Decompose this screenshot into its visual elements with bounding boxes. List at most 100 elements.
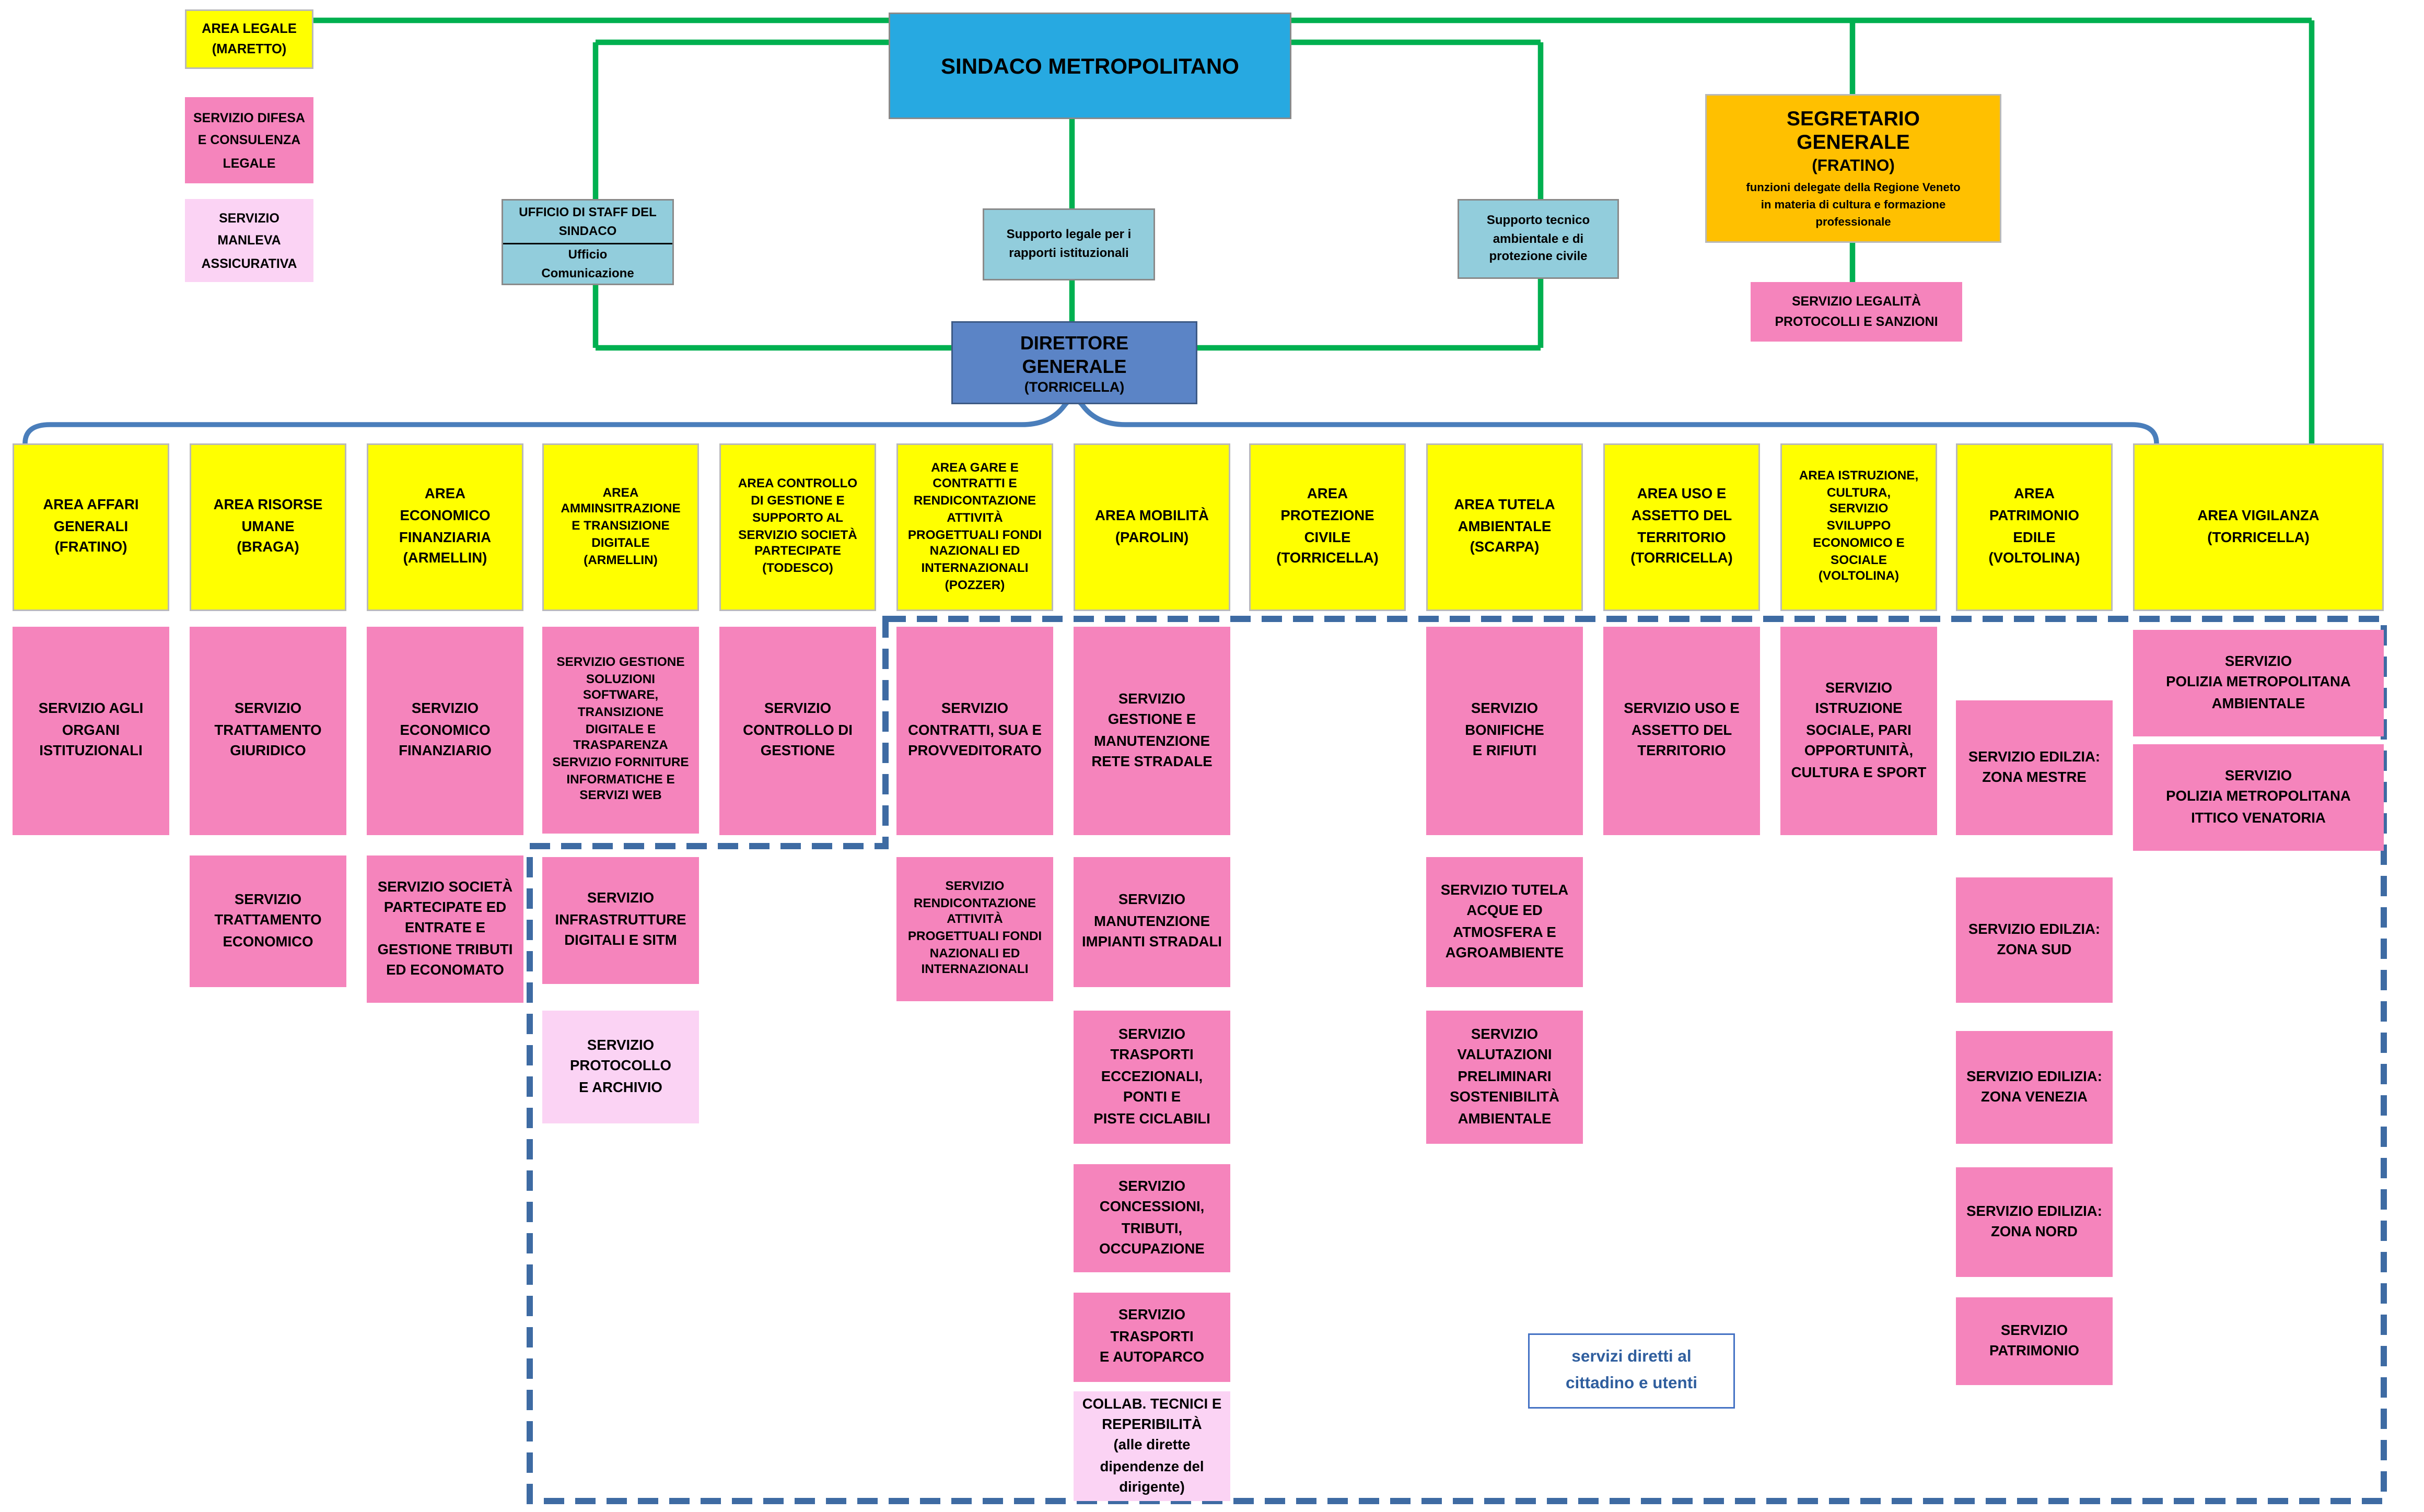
service-label-tutela-acque: SERVIZIO TUTELA ACQUE ED ATMOSFERA E AGR…: [1440, 882, 1569, 960]
service-box-edilizia-nord: SERVIZIO EDILIZIA: ZONA NORD: [1956, 1167, 2113, 1277]
service-label-contratti-sua: SERVIZIO CONTRATTI, SUA E PROVVEDITORATO: [908, 701, 1042, 759]
service-box-edilizia-mestre: SERVIZIO EDILZIA: ZONA MESTRE: [1956, 700, 2113, 835]
supporto-legale-box: Supporto legale per i rapporti istituzio…: [983, 208, 1155, 280]
area-box-affari-generali: AREA AFFARI GENERALI (FRATINO): [13, 443, 169, 611]
service-label-istruzione-sociale: SERVIZIO ISTRUZIONE SOCIALE, PARI OPPORT…: [1791, 680, 1927, 780]
service-box-protocollo-archivio: SERVIZIO PROTOCOLLO E ARCHIVIO: [542, 1011, 699, 1123]
direttore-bracket: [22, 397, 2159, 446]
area-legale-box: AREA LEGALE (MARETTO): [185, 9, 313, 69]
service-box-infrastrutture-digitali: SERVIZIO INFRASTRUTTURE DIGITALI E SITM: [542, 857, 699, 984]
area-label-affari-generali: AREA AFFARI GENERALI (FRATINO): [43, 496, 139, 556]
service-box-economico-finanziario: SERVIZIO ECONOMICO FINANZIARIO: [367, 627, 523, 835]
service-box-istruzione-sociale: SERVIZIO ISTRUZIONE SOCIALE, PARI OPPORT…: [1780, 627, 1937, 835]
servizio-manleva-box: SERVIZIO MANLEVA ASSICURATIVA: [185, 199, 313, 282]
area-label-amministrazione-digitale: AREA AMMINSITRAZIONE E TRANSIZIONE DIGIT…: [561, 485, 681, 567]
service-box-trattamento-giuridico: SERVIZIO TRATTAMENTO GIURIDICO: [190, 627, 346, 835]
direttore-box: DIRETTORE GENERALE (TORRICELLA): [951, 321, 1197, 404]
area-label-tutela-ambientale: AREA TUTELA AMBIENTALE (SCARPA): [1454, 496, 1555, 556]
supporto-legale-label: Supporto legale per i rapporti istituzio…: [1006, 228, 1132, 260]
service-label-controllo-di-gestione: SERVIZIO CONTROLLO DI GESTIONE: [743, 701, 853, 759]
service-box-concessioni-tributi: SERVIZIO CONCESSIONI, TRIBUTI, OCCUPAZIO…: [1074, 1164, 1230, 1272]
area-box-istruzione-cultura: AREA ISTRUZIONE, CULTURA, SERVIZIO SVILU…: [1780, 443, 1937, 611]
area-box-tutela-ambientale: AREA TUTELA AMBIENTALE (SCARPA): [1426, 443, 1583, 611]
segretario-title: SEGRETARIO GENERALE: [1787, 106, 1920, 154]
service-label-gestione-soluzioni-software: SERVIZIO GESTIONE SOLUZIONI SOFTWARE, TR…: [552, 654, 689, 803]
servizio-difesa-box: SERVIZIO DIFESA E CONSULENZA LEGALE: [185, 97, 313, 183]
area-label-vigilanza: AREA VIGILANZA (TORRICELLA): [2197, 507, 2320, 545]
service-box-contratti-sua: SERVIZIO CONTRATTI, SUA E PROVVEDITORATO: [896, 627, 1053, 835]
service-box-controllo-di-gestione: SERVIZIO CONTROLLO DI GESTIONE: [719, 627, 876, 835]
service-label-societa-partecipate: SERVIZIO SOCIETÀ PARTECIPATE ED ENTRATE …: [377, 878, 513, 978]
area-box-vigilanza: AREA VIGILANZA (TORRICELLA): [2133, 443, 2384, 611]
service-label-infrastrutture-digitali: SERVIZIO INFRASTRUTTURE DIGITALI E SITM: [555, 890, 686, 948]
service-label-trasporti-autoparco: SERVIZIO TRASPORTI E AUTOPARCO: [1099, 1307, 1205, 1365]
area-label-controllo-gestione: AREA CONTROLLO DI GESTIONE E SUPPORTO AL…: [738, 477, 858, 575]
area-box-risorse-umane: AREA RISORSE UMANE (BRAGA): [190, 443, 346, 611]
service-box-polizia-ambientale: SERVIZIO POLIZIA METROPOLITANA AMBIENTAL…: [2133, 630, 2384, 736]
area-label-patrimonio-edile: AREA PATRIMONIO EDILE (VOLTOLINA): [1988, 485, 2080, 566]
ufficio-staff-sub: Ufficio Comunicazione: [541, 248, 634, 280]
area-label-economico-finanziaria: AREA ECONOMICO FINANZIARIA (ARMELLIN): [399, 485, 492, 566]
service-label-edilizia-venezia: SERVIZIO EDILIZIA: ZONA VENEZIA: [1966, 1068, 2102, 1105]
service-box-trasporti-autoparco: SERVIZIO TRASPORTI E AUTOPARCO: [1074, 1293, 1230, 1382]
service-box-rendicontazione-fondi: SERVIZIO RENDICONTAZIONE ATTIVITÀ PROGET…: [896, 857, 1053, 1001]
service-box-collab-tecnici: COLLAB. TECNICI E REPERIBILITÀ (alle dir…: [1074, 1391, 1230, 1501]
service-label-polizia-ittico-venatoria: SERVIZIO POLIZIA METROPOLITANA ITTICO VE…: [2166, 767, 2351, 826]
service-box-edilizia-venezia: SERVIZIO EDILIZIA: ZONA VENEZIA: [1956, 1031, 2113, 1144]
service-box-edilizia-sud: SERVIZIO EDILZIA: ZONA SUD: [1956, 877, 2113, 1003]
service-label-polizia-ambientale: SERVIZIO POLIZIA METROPOLITANA AMBIENTAL…: [2166, 653, 2351, 711]
area-label-protezione-civile: AREA PROTEZIONE CIVILE (TORRICELLA): [1276, 485, 1379, 566]
servizi-diretti-label: servizi diretti al cittadino e utenti: [1566, 1347, 1697, 1393]
area-label-uso-assetto-territorio: AREA USO E ASSETTO DEL TERRITORIO (TORRI…: [1630, 485, 1733, 566]
service-label-edilizia-nord: SERVIZIO EDILIZIA: ZONA NORD: [1966, 1202, 2102, 1239]
direttore-name: (TORRICELLA): [1024, 378, 1125, 394]
supporto-tecnico-box: Supporto tecnico ambientale e di protezi…: [1458, 199, 1619, 279]
service-box-bonifiche-rifiuti: SERVIZIO BONIFICHE E RIFIUTI: [1426, 627, 1583, 835]
servizio-manleva-label: SERVIZIO MANLEVA ASSICURATIVA: [201, 209, 297, 271]
area-box-gare-contratti: AREA GARE E CONTRATTI E RENDICONTAZIONE …: [896, 443, 1053, 611]
service-box-gestione-soluzioni-software: SERVIZIO GESTIONE SOLUZIONI SOFTWARE, TR…: [542, 627, 699, 834]
service-label-uso-assetto: SERVIZIO USO E ASSETTO DEL TERRITORIO: [1624, 701, 1740, 759]
service-label-edilizia-mestre: SERVIZIO EDILZIA: ZONA MESTRE: [1968, 748, 2101, 785]
area-box-economico-finanziaria: AREA ECONOMICO FINANZIARIA (ARMELLIN): [367, 443, 523, 611]
servizio-difesa-label: SERVIZIO DIFESA E CONSULENZA LEGALE: [193, 109, 305, 171]
servizio-legalita-box: SERVIZIO LEGALITÀ PROTOCOLLI E SANZIONI: [1751, 282, 1962, 342]
service-label-trattamento-economico: SERVIZIO TRATTAMENTO ECONOMICO: [214, 891, 322, 950]
service-label-gestione-rete-stradale: SERVIZIO GESTIONE E MANUTENZIONE RETE ST…: [1091, 690, 1213, 769]
servizi-diretti-legend: servizi diretti al cittadino e utenti: [1528, 1333, 1735, 1409]
service-label-protocollo-archivio: SERVIZIO PROTOCOLLO E ARCHIVIO: [570, 1037, 671, 1095]
area-label-istruzione-cultura: AREA ISTRUZIONE, CULTURA, SERVIZIO SVILU…: [1799, 468, 1919, 583]
service-label-concessioni-tributi: SERVIZIO CONCESSIONI, TRIBUTI, OCCUPAZIO…: [1099, 1178, 1205, 1257]
service-box-gestione-rete-stradale: SERVIZIO GESTIONE E MANUTENZIONE RETE ST…: [1074, 627, 1230, 835]
area-box-uso-assetto-territorio: AREA USO E ASSETTO DEL TERRITORIO (TORRI…: [1603, 443, 1760, 611]
service-box-societa-partecipate: SERVIZIO SOCIETÀ PARTECIPATE ED ENTRATE …: [367, 855, 523, 1003]
service-box-trasporti-eccezionali: SERVIZIO TRASPORTI ECCEZIONALI, PONTI E …: [1074, 1011, 1230, 1144]
area-box-controllo-gestione: AREA CONTROLLO DI GESTIONE E SUPPORTO AL…: [719, 443, 876, 611]
area-label-mobilita: AREA MOBILITÀ (PAROLIN): [1095, 507, 1209, 545]
sindaco-label: SINDACO METROPOLITANO: [941, 53, 1239, 78]
area-box-amministrazione-digitale: AREA AMMINSITRAZIONE E TRANSIZIONE DIGIT…: [542, 443, 699, 611]
service-box-valutazioni-preliminari: SERVIZIO VALUTAZIONI PRELIMINARI SOSTENI…: [1426, 1011, 1583, 1144]
service-label-economico-finanziario: SERVIZIO ECONOMICO FINANZIARIO: [399, 701, 492, 759]
segretario-box: SEGRETARIO GENERALE (FRATINO) funzioni d…: [1705, 94, 2001, 243]
service-box-uso-assetto: SERVIZIO USO E ASSETTO DEL TERRITORIO: [1603, 627, 1760, 835]
service-label-collab-tecnici: COLLAB. TECNICI E REPERIBILITÀ (alle dir…: [1082, 1395, 1222, 1495]
service-label-edilizia-sud: SERVIZIO EDILZIA: ZONA SUD: [1968, 920, 2101, 957]
service-label-trattamento-giuridico: SERVIZIO TRATTAMENTO GIURIDICO: [214, 701, 322, 759]
service-label-organi-istituzionali: SERVIZIO AGLI ORGANI ISTITUZIONALI: [38, 701, 144, 759]
service-box-polizia-ittico-venatoria: SERVIZIO POLIZIA METROPOLITANA ITTICO VE…: [2133, 744, 2384, 851]
service-label-rendicontazione-fondi: SERVIZIO RENDICONTAZIONE ATTIVITÀ PROGET…: [907, 878, 1042, 977]
segretario-name: (FRATINO): [1812, 156, 1895, 175]
service-label-trasporti-eccezionali: SERVIZIO TRASPORTI ECCEZIONALI, PONTI E …: [1093, 1026, 1210, 1126]
service-box-manutenzione-impianti: SERVIZIO MANUTENZIONE IMPIANTI STRADALI: [1074, 857, 1230, 987]
servizio-legalita-label: SERVIZIO LEGALITÀ PROTOCOLLI E SANZIONI: [1775, 292, 1938, 329]
service-label-bonifiche-rifiuti: SERVIZIO BONIFICHE E RIFIUTI: [1465, 701, 1544, 759]
area-legale-label: AREA LEGALE (MARETTO): [202, 20, 297, 56]
segretario-note: funzioni delegate della Regione Veneto i…: [1746, 180, 1961, 229]
sindaco-box: SINDACO METROPOLITANO: [889, 13, 1291, 119]
supporto-tecnico-label: Supporto tecnico ambientale e di protezi…: [1486, 213, 1590, 264]
service-box-organi-istituzionali: SERVIZIO AGLI ORGANI ISTITUZIONALI: [13, 627, 169, 835]
direttore-title: DIRETTORE GENERALE: [1020, 331, 1129, 377]
ufficio-staff-box: UFFICIO DI STAFF DEL SINDACO Ufficio Com…: [502, 199, 674, 285]
